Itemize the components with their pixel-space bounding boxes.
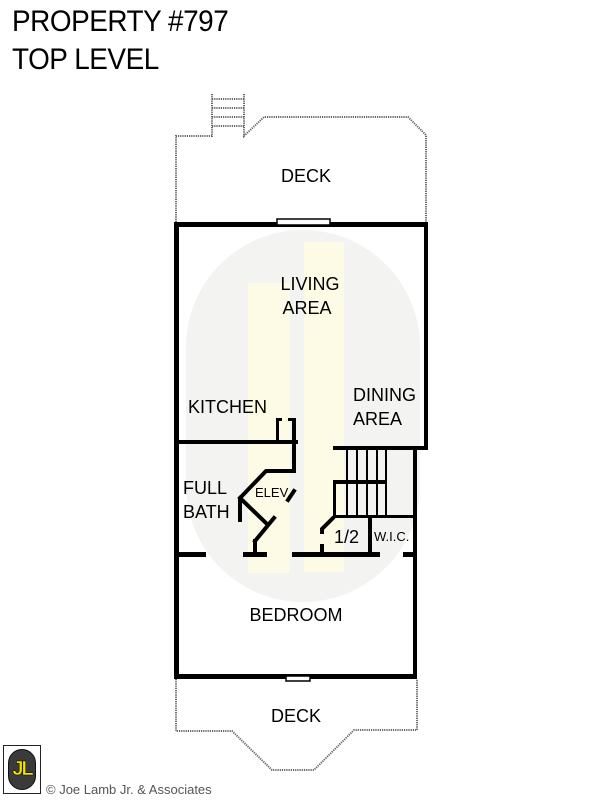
window-living xyxy=(276,218,331,226)
logo-badge: JL xyxy=(8,749,36,790)
interior-walls xyxy=(178,418,428,557)
deck-bottom-outline xyxy=(175,679,418,771)
company-logo: JL xyxy=(3,745,41,794)
label-dining-line1: DINING xyxy=(353,385,416,405)
level-title: TOP LEVEL xyxy=(12,43,159,76)
label-deck-top: DECK xyxy=(281,166,331,186)
window-bedroom xyxy=(285,675,311,682)
label-living-line1: LIVING xyxy=(280,274,339,294)
interior-stairs xyxy=(320,450,415,534)
copyright-text: © Joe Lamb Jr. & Associates xyxy=(46,782,212,797)
label-living-line2: AREA xyxy=(282,298,331,318)
deck-top-outline xyxy=(175,94,427,222)
label-bedroom: BEDROOM xyxy=(249,605,342,625)
label-deck-bottom: DECK xyxy=(271,706,321,726)
label-dining-line2: AREA xyxy=(353,409,402,429)
label-half-bath: 1/2 xyxy=(334,527,359,547)
label-kitchen: KITCHEN xyxy=(188,397,267,417)
label-full-bath-line2: BATH xyxy=(183,502,230,522)
label-walk-in-closet: W.I.C. xyxy=(374,529,409,544)
logo-jl-text: JL xyxy=(12,758,34,781)
property-title: PROPERTY #797 xyxy=(12,5,229,38)
label-full-bath-line1: FULL xyxy=(183,478,227,498)
elevator-walls xyxy=(237,469,297,555)
label-elevator: ELEV. xyxy=(255,485,291,500)
